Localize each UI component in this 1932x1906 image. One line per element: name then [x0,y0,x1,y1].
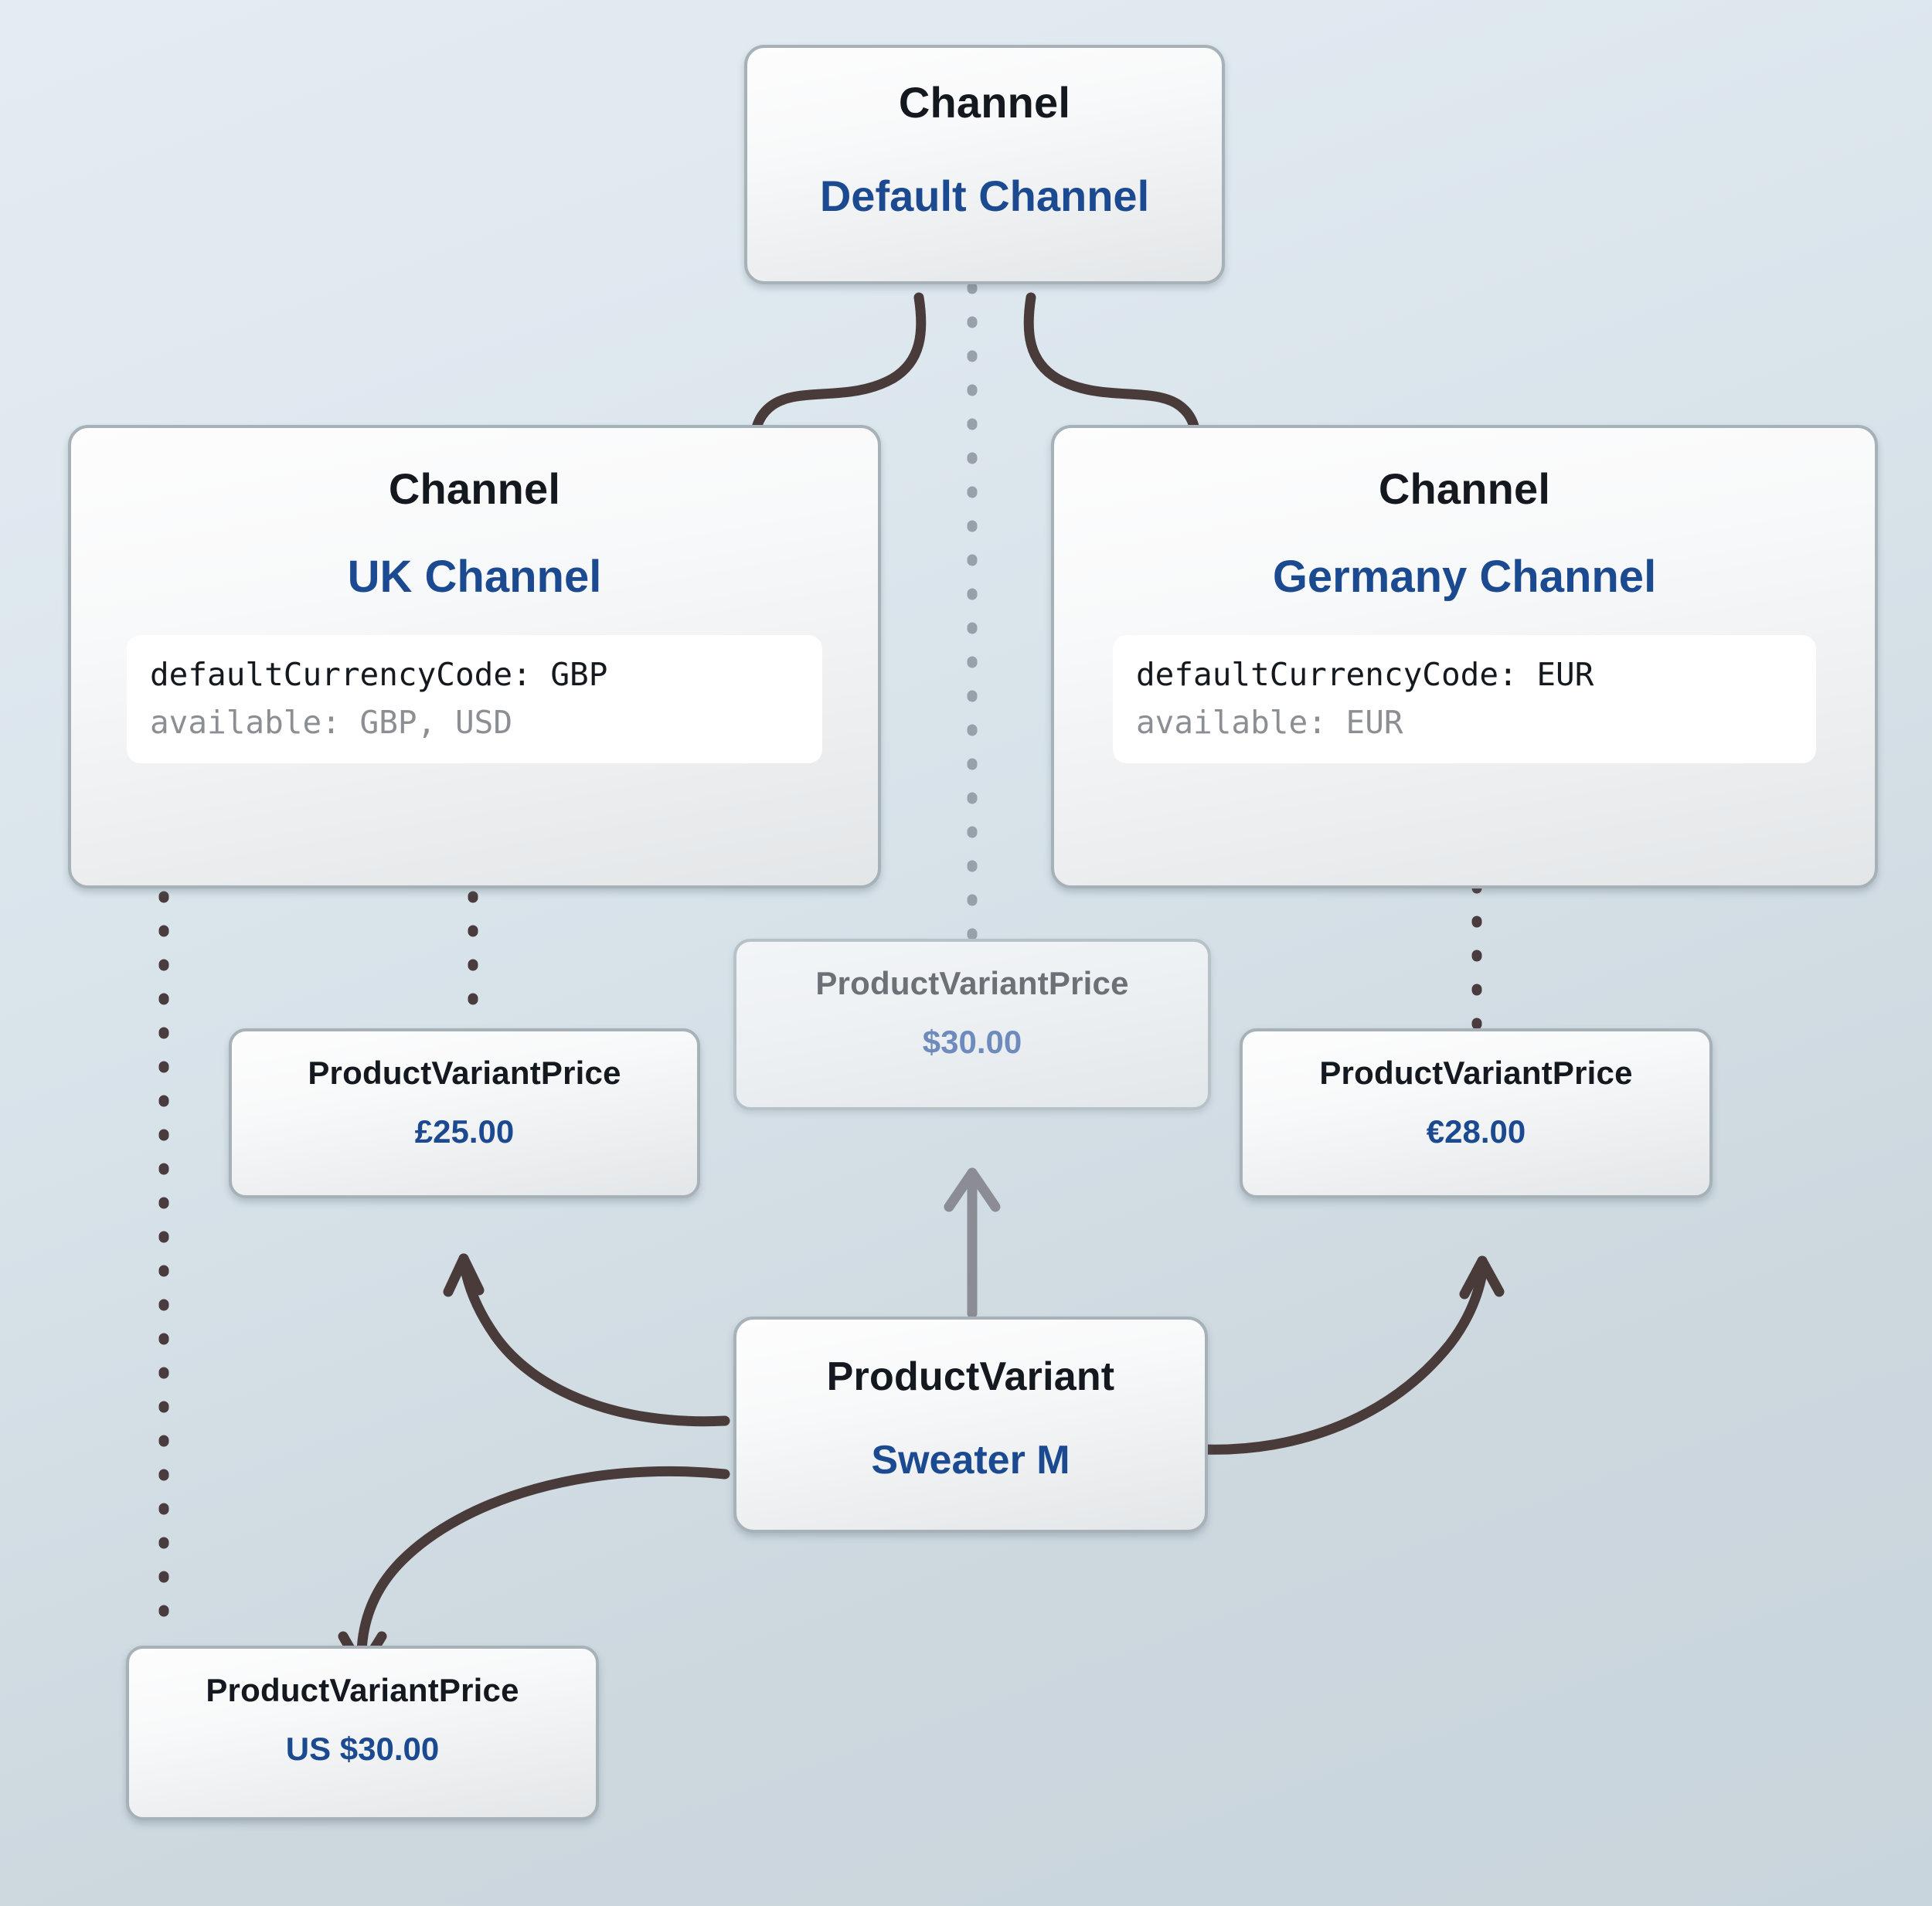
default-currency-code: defaultCurrencyCode: GBP [150,656,608,693]
available-currencies: available: GBP, USD [150,704,512,742]
node-type-label: Channel [898,78,1071,127]
default-currency-code: defaultCurrencyCode: EUR [1136,656,1594,693]
node-type-label: ProductVariantPrice [815,965,1129,1001]
arrow-variant-to-usd-muted [944,1167,1001,1319]
node-uk-channel[interactable]: Channel UK Channel defaultCurrencyCode: … [68,425,881,888]
node-name-label: Germany Channel [1272,552,1657,602]
germany-channel-properties: defaultCurrencyCode: EUR available: EUR [1113,635,1816,764]
node-price-eur[interactable]: ProductVariantPrice €28.00 [1240,1028,1713,1198]
uk-channel-properties: defaultCurrencyCode: GBP available: GBP,… [127,635,822,764]
node-name-label: UK Channel [347,552,602,602]
node-default-channel[interactable]: Channel Default Channel [744,45,1225,284]
node-product-variant[interactable]: ProductVariant Sweater M [733,1317,1208,1533]
node-name-label: Default Channel [819,172,1150,220]
node-type-label: Channel [1378,464,1551,513]
node-price-usd-default[interactable]: ProductVariantPrice $30.00 [733,939,1211,1110]
arrow-variant-to-gbp [443,1253,730,1427]
node-type-label: ProductVariantPrice [206,1672,519,1708]
node-price-value: $30.00 [922,1024,1022,1060]
node-type-label: Channel [388,464,561,513]
node-price-value: €28.00 [1426,1113,1526,1150]
node-price-value: £25.00 [414,1113,515,1150]
node-type-label: ProductVariant [826,1354,1115,1399]
arrow-variant-to-us [338,1466,730,1674]
node-price-gbp[interactable]: ProductVariantPrice £25.00 [229,1028,700,1198]
node-germany-channel[interactable]: Channel Germany Channel defaultCurrencyC… [1051,425,1878,888]
node-price-us-usd[interactable]: ProductVariantPrice US $30.00 [126,1646,599,1820]
node-name-label: Sweater M [871,1438,1070,1483]
available-currencies: available: EUR [1136,704,1403,742]
node-price-value: US $30.00 [285,1731,440,1767]
arrow-variant-to-eur [1198,1255,1505,1455]
node-type-label: ProductVariantPrice [1319,1055,1633,1091]
node-type-label: ProductVariantPrice [308,1055,621,1091]
